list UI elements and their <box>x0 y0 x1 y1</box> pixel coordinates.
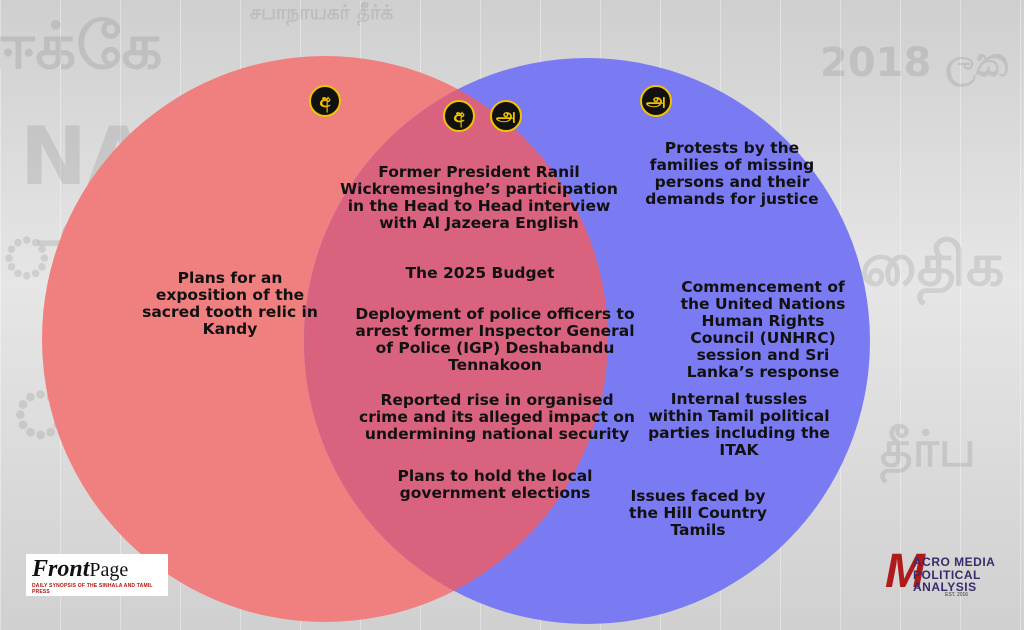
tamil-letter-icon-right: அ <box>640 85 672 117</box>
sinhala-letter-icon-middle: අ <box>443 100 475 132</box>
left-item-tooth-relic: Plans for an exposition of the sacred to… <box>142 269 318 338</box>
acro-media-logo: M ACRO MEDIA POLITICAL ANALYSIS EST. 201… <box>885 548 997 600</box>
acro-media-m-mark: M <box>885 545 925 598</box>
right-item-missing-persons: Protests by the families of missing pers… <box>645 139 819 208</box>
common-item-ranil-interview: Former President Ranil Wickremesinghe’s … <box>340 163 618 232</box>
overlap-region <box>304 58 608 622</box>
logo-line-analysis: ANALYSIS <box>913 580 977 594</box>
logo-line-acro-media: ACRO MEDIA <box>913 555 996 569</box>
logo-word-front: Front <box>32 556 90 582</box>
right-item-hill-country: Issues faced by the Hill Country Tamils <box>629 487 767 539</box>
logo-line-political: POLITICAL <box>913 568 981 582</box>
right-item-unhrc: Commencement of the United Nations Human… <box>680 278 846 381</box>
logo-est: EST. 2016 <box>945 592 969 598</box>
right-item-tamil-parties: Internal tussles within Tamil political … <box>648 390 830 459</box>
frontpage-logo: FrontPage DAILY SYNOPSIS OF THE SINHALA … <box>26 554 168 596</box>
logo-tagline: DAILY SYNOPSIS OF THE SINHALA AND TAMIL … <box>32 583 153 595</box>
tamil-letter-icon-middle: அ <box>490 100 522 132</box>
common-item-organised-crime: Reported rise in organised crime and its… <box>359 391 635 443</box>
common-item-budget: The 2025 Budget <box>405 264 555 282</box>
sinhala-letter-icon-left: අ <box>309 85 341 117</box>
logo-word-page: Page <box>89 559 129 581</box>
common-item-local-elections: Plans to hold the local government elect… <box>397 467 593 502</box>
common-item-igp-arrest: Deployment of police officers to arrest … <box>355 305 635 374</box>
